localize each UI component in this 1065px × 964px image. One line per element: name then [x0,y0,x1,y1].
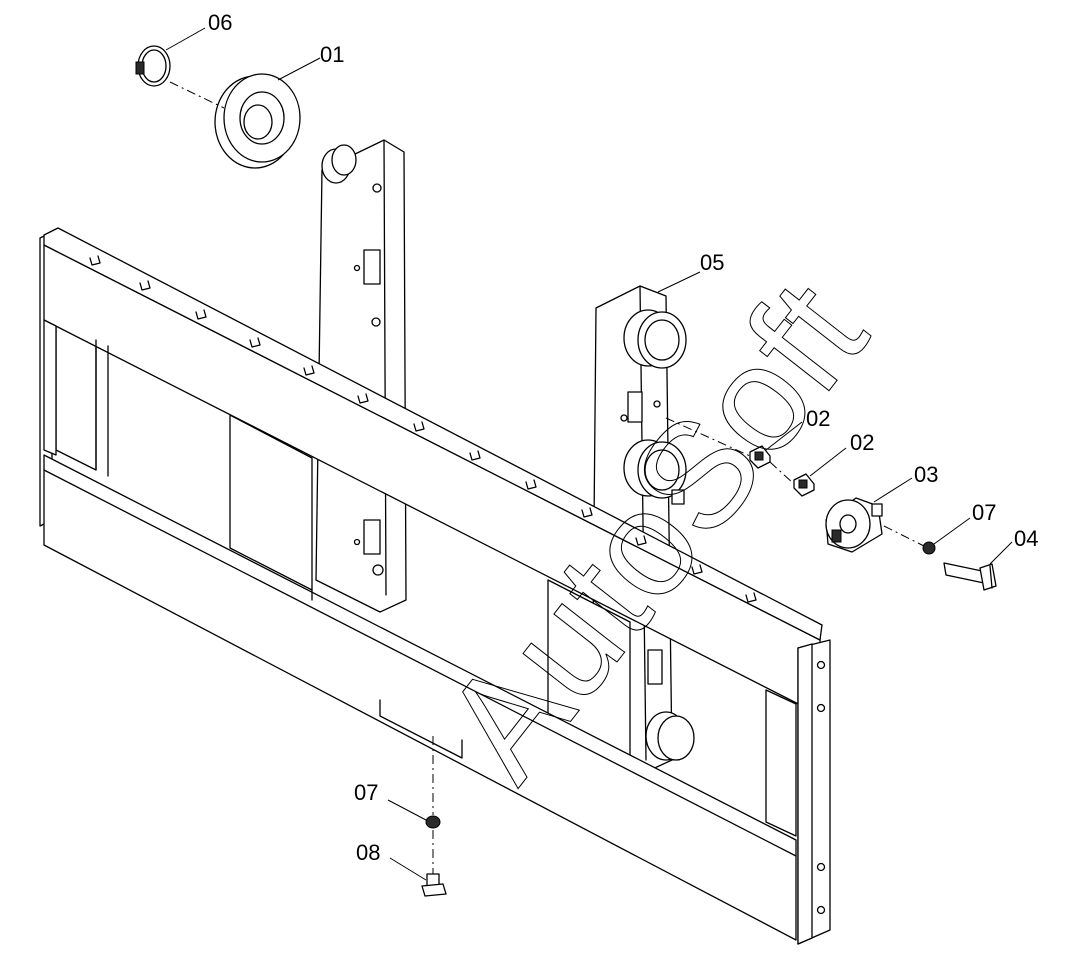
part-01-roller [214,73,301,169]
part-02-nut-b [793,473,815,497]
left-hanger-plate [315,139,407,613]
callout-08: 08 [356,840,380,865]
callout-labels: 06 01 05 02 02 03 07 04 07 08 [208,10,1038,865]
assembly-center-lines [169,81,925,874]
callout-03: 03 [914,462,938,487]
callout-02-a: 02 [806,406,830,431]
right-lower-roller [623,439,687,505]
callout-04: 04 [1014,526,1038,551]
part-07-washer-bottom [425,815,441,829]
part-08-bolt [421,873,447,897]
callout-05: 05 [700,250,724,275]
part-06-snap-ring [135,45,171,87]
right-upper-roller [623,309,687,369]
left-roller-stub [321,144,357,184]
part-07-washer-right [922,541,936,555]
part-03-roller-block [825,497,883,553]
carriage-frame [39,227,831,945]
leader-lines [165,27,1013,881]
callout-01: 01 [320,42,344,67]
right-bottom-roller [645,711,695,761]
callout-07-bottom: 07 [354,780,378,805]
callout-07-right: 07 [972,500,996,525]
callout-02-b: 02 [850,430,874,455]
part-04-bolt [943,562,997,591]
callout-06: 06 [208,10,232,35]
